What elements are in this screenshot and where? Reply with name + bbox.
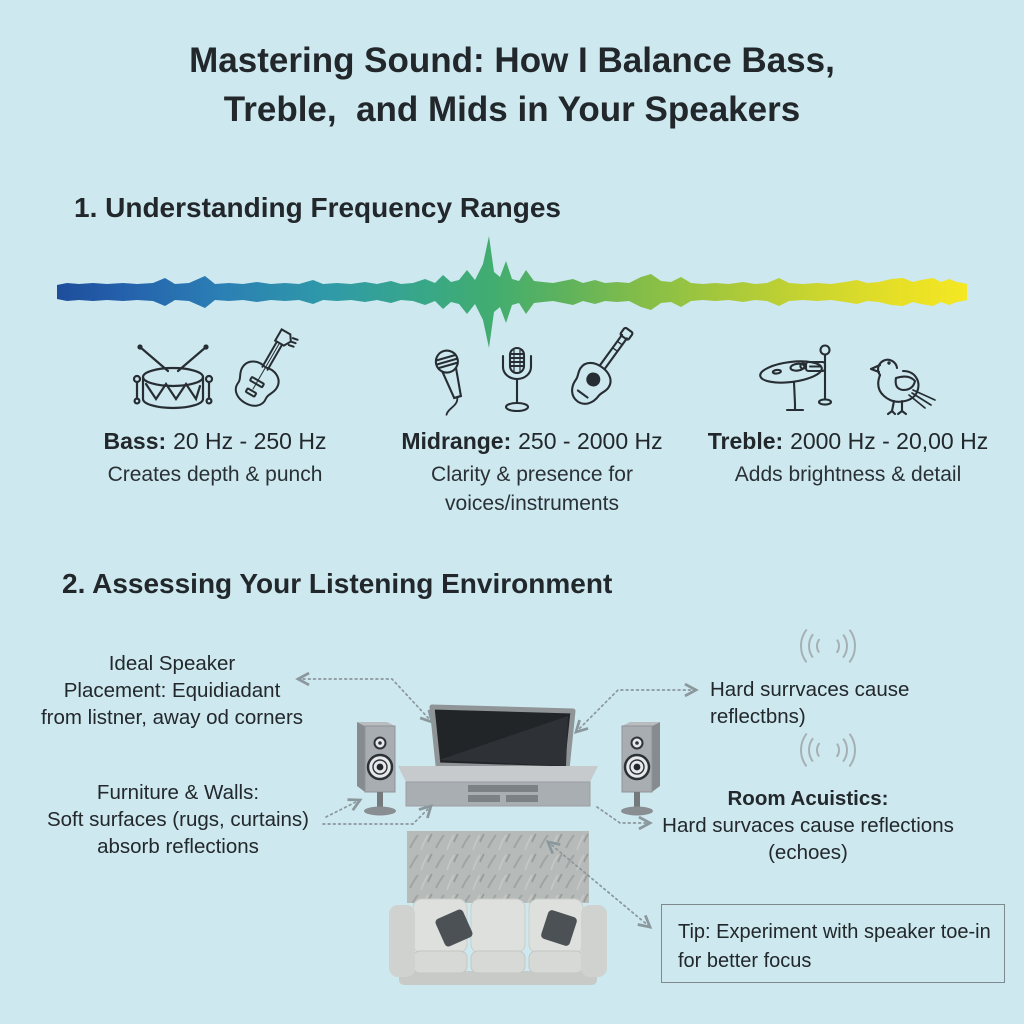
- sofa-icon: [389, 898, 607, 985]
- waveform-shape: [57, 236, 967, 348]
- room-acoustics-heading: Room Acuistics:: [727, 787, 889, 810]
- treble-range-line: Treble:2000 Hz - 20,00 Hz: [686, 428, 1010, 455]
- section1-heading: 1. Understanding Frequency Ranges: [74, 192, 561, 223]
- midrange-range-line: Midrange:250 - 2000 Hz: [373, 428, 691, 455]
- page-title-line1: Mastering Sound: How I Balance Bass,: [189, 41, 835, 80]
- acoustic-guitar-icon: [571, 326, 634, 405]
- note-furniture: Furniture & Walls: Soft surfaces (rugs, …: [46, 781, 310, 858]
- midrange-label: Midrange:: [401, 428, 512, 454]
- page-title-line2: Treble, and Mids in Your Speakers: [223, 90, 801, 129]
- bass-range: 20 Hz - 250 Hz: [173, 428, 327, 454]
- section2-heading: 2. Assessing Your Listening Environment: [62, 568, 613, 599]
- band-midrange: Midrange:250 - 2000 Hz Clarity & presenc…: [373, 316, 691, 518]
- pillow-icon: [435, 909, 473, 947]
- midrange-icons-row: [373, 316, 691, 418]
- bird-icon: [869, 358, 936, 416]
- rug-icon: [407, 831, 589, 903]
- speaker-left-icon: [357, 722, 396, 816]
- bass-guitar-icon: [234, 328, 299, 407]
- bass-label: Bass:: [103, 428, 167, 454]
- frequency-waveform: [57, 236, 967, 348]
- tip-box: Tip: Experiment with speaker toe-in for …: [661, 904, 1005, 983]
- band-treble: Treble:2000 Hz - 20,00 Hz Adds brightnes…: [686, 316, 1010, 489]
- tip-line1: Tip: Experiment with speaker toe-in: [678, 921, 991, 943]
- bass-desc: Creates depth & punch: [107, 463, 323, 486]
- speaker-right-icon: [621, 722, 660, 816]
- treble-label: Treble:: [707, 428, 784, 454]
- note-hard-surfaces: Hard surrvaces cause reflectbns): [710, 678, 910, 728]
- cymbal-icon: [759, 344, 833, 412]
- treble-range: 2000 Hz - 20,00 Hz: [790, 428, 989, 454]
- note-ideal-placement: Ideal Speaker Placement: Equidiadant fro…: [40, 652, 304, 729]
- handheld-mic-icon: [434, 349, 463, 416]
- midrange-desc: Clarity & presence for voices/instrument…: [431, 463, 633, 515]
- treble-icons-row: [686, 316, 1010, 418]
- note-room-acoustics: Room Acuistics: Hard survaces cause refl…: [658, 785, 958, 866]
- band-bass: Bass:20 Hz - 250 Hz Creates depth & punc…: [55, 316, 375, 489]
- page-title: Mastering Sound: How I Balance Bass, Tre…: [0, 36, 1024, 134]
- drum-icon: [132, 344, 214, 410]
- treble-desc: Adds brightness & detail: [734, 463, 962, 486]
- media-console-icon: [398, 766, 598, 807]
- bass-range-line: Bass:20 Hz - 250 Hz: [55, 428, 375, 455]
- tip-line2: for better focus: [678, 950, 812, 972]
- studio-mic-icon: [501, 346, 533, 413]
- midrange-range: 250 - 2000 Hz: [518, 428, 663, 454]
- bass-icons-row: [55, 316, 375, 418]
